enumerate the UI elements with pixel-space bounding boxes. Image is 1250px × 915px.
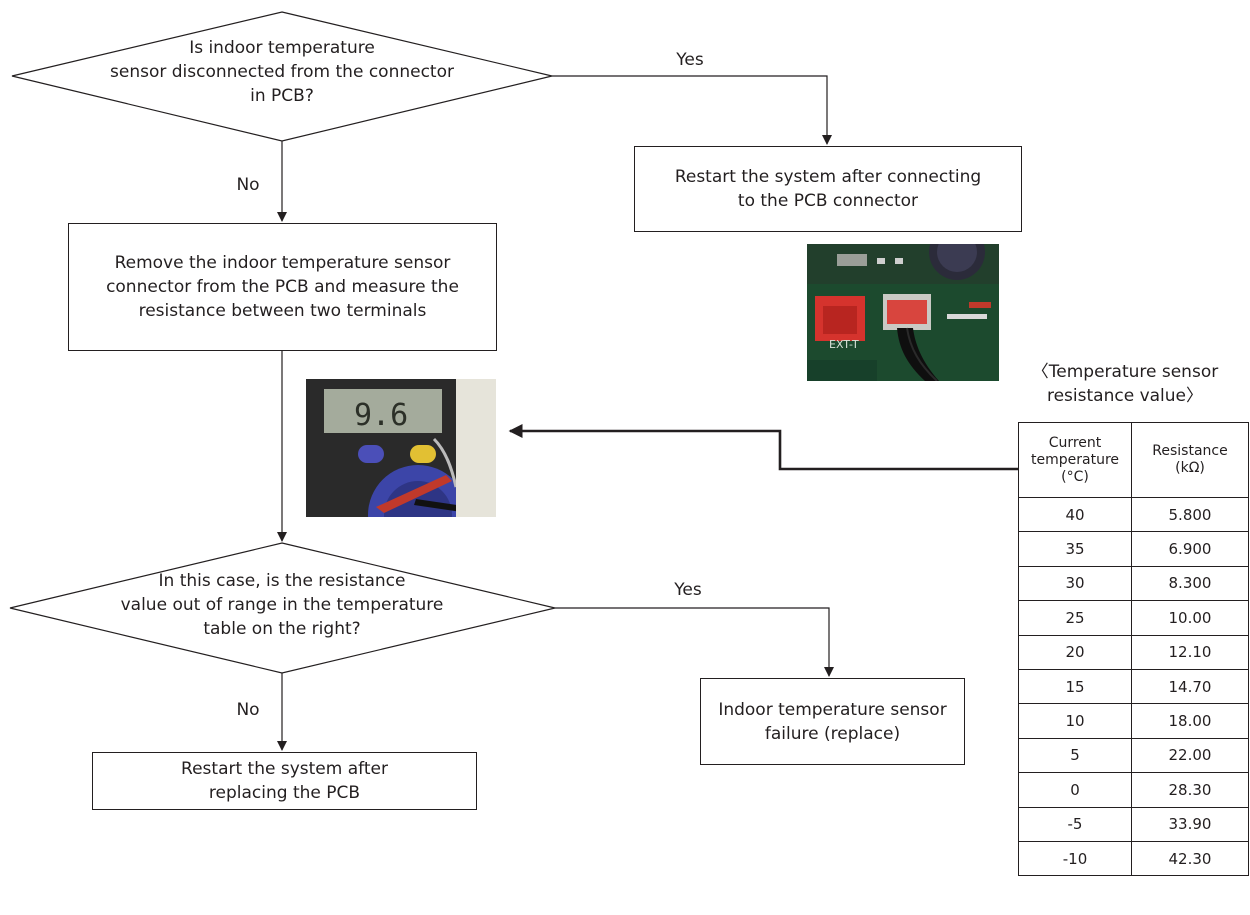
- temperature-cell: -5: [1018, 806, 1132, 842]
- resistance-cell: 5.800: [1131, 496, 1249, 533]
- temperature-cell: 5: [1018, 737, 1132, 774]
- pcb-connector-photo: EXT-T: [807, 244, 999, 381]
- temperature-cell: 15: [1018, 668, 1132, 705]
- pcb-photo-label: EXT-T: [829, 338, 859, 351]
- resistance-cell: 6.900: [1131, 531, 1249, 567]
- decision2-no-label: No: [236, 700, 260, 720]
- resistance-cell: 22.00: [1131, 737, 1249, 774]
- replace-pcb-box: Restart the system after replacing the P…: [92, 752, 477, 810]
- multimeter-photo-graphic: 9.6: [306, 379, 496, 517]
- table-to-photo-arrow: [508, 424, 1018, 471]
- resistance-cell: 10.00: [1131, 600, 1249, 636]
- resistance-table: Current temperature (°C) Resistance (kΩ)…: [1018, 422, 1249, 877]
- sensor-failure-box: Indoor temperature sensor failure (repla…: [700, 678, 965, 765]
- restart-connect-text: Restart the system after connecting to t…: [674, 167, 982, 211]
- decision2-text: In this case, is the resistance value ou…: [120, 571, 444, 639]
- decision1-yes-label: Yes: [676, 50, 704, 70]
- decision1-no-label: No: [236, 175, 260, 195]
- resistance-cell: 8.300: [1131, 565, 1249, 602]
- decision1-yes-connector: [552, 75, 832, 145]
- multimeter-reading: 9.6: [354, 398, 408, 433]
- restart-connect-box: Restart the system after connecting to t…: [634, 146, 1022, 232]
- resistance-table-title: 〈Temperature sensor resistance value〉: [1031, 362, 1219, 406]
- resistance-cell: 18.00: [1131, 703, 1249, 739]
- measure-resistance-text: Remove the indoor temperature sensor con…: [106, 253, 459, 321]
- pcb-photo-graphic: EXT-T: [807, 244, 999, 381]
- resistance-table-header-row: Current temperature (°C) Resistance (kΩ): [1018, 422, 1249, 498]
- resistance-cell: 28.30: [1131, 772, 1249, 808]
- decision2-yes-connector: [555, 607, 834, 677]
- decision1-text: Is indoor temperature sensor disconnecte…: [110, 38, 454, 106]
- temperature-cell: 35: [1018, 531, 1132, 567]
- sensor-failure-text: Indoor temperature sensor failure (repla…: [718, 699, 947, 744]
- replace-pcb-text: Restart the system after replacing the P…: [181, 759, 388, 803]
- temperature-cell: 30: [1018, 565, 1132, 602]
- temperature-cell: 10: [1018, 703, 1132, 739]
- temperature-cell: 20: [1018, 634, 1132, 670]
- resistance-cell: 33.90: [1131, 806, 1249, 842]
- resistance-cell: 12.10: [1131, 634, 1249, 670]
- temperature-cell: 40: [1018, 496, 1132, 533]
- header-resistance: Resistance (kΩ): [1131, 422, 1249, 498]
- resistance-cell: 42.30: [1131, 840, 1249, 877]
- header-temperature: Current temperature (°C): [1018, 422, 1132, 498]
- measure-resistance-box: Remove the indoor temperature sensor con…: [68, 223, 497, 351]
- decision2-yes-label: Yes: [674, 580, 702, 600]
- temperature-cell: 0: [1018, 772, 1132, 808]
- temperature-cell: 25: [1018, 600, 1132, 636]
- temperature-cell: -10: [1018, 840, 1132, 877]
- multimeter-photo: 9.6: [306, 379, 496, 517]
- resistance-cell: 14.70: [1131, 668, 1249, 705]
